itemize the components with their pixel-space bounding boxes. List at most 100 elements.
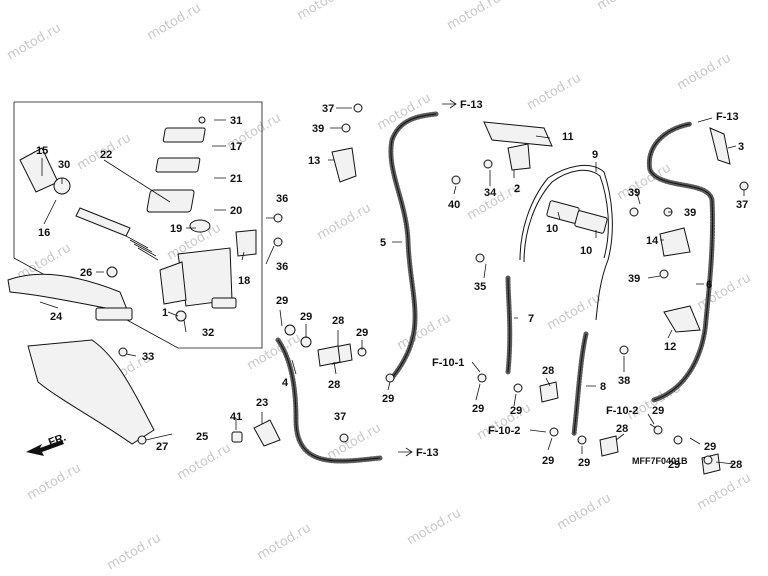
front-arrow-label: FR. [47, 431, 68, 448]
callout-37c: 37 [736, 199, 748, 211]
bolt-41 [231, 431, 243, 443]
holder-13 [331, 147, 357, 183]
watermark-text: motod.ru [445, 0, 504, 33]
callout-34: 34 [484, 187, 497, 199]
bolt-37b [339, 433, 349, 443]
screw-27 [137, 435, 147, 445]
callout-38: 38 [618, 375, 630, 387]
washer-29h [577, 435, 587, 445]
callout-29b: 29 [300, 311, 312, 323]
callout-39d: 39 [628, 273, 640, 285]
callout-16: 16 [38, 227, 50, 239]
lever-pivot [95, 307, 133, 321]
float [189, 219, 211, 233]
callout-28e: 28 [730, 459, 742, 471]
callout-23: 23 [256, 397, 268, 409]
callout-29j: 29 [578, 457, 590, 469]
callout-31: 31 [230, 115, 242, 127]
watermark-text: motod.ru [295, 0, 354, 23]
piston-set [75, 207, 131, 237]
callout-37b: 37 [334, 411, 346, 423]
ref-f10-2-right: F-10-2 [606, 405, 638, 417]
callout-36b: 36 [276, 261, 288, 273]
nut-33 [118, 347, 128, 357]
callout-6: 6 [706, 279, 712, 291]
ref-f10-1: F-10-1 [432, 357, 464, 369]
watermark-text: motod.ru [405, 506, 464, 549]
bolt-39a [341, 123, 351, 133]
callout-29f: 29 [510, 405, 522, 417]
watermark-text: motod.ru [25, 461, 84, 504]
watermark-text: motod.ru [5, 21, 64, 64]
callout-39b: 39 [628, 187, 640, 199]
clamp-10b [574, 210, 608, 234]
watermark-text: motod.ru [255, 521, 314, 564]
watermark-text: motod.ru [105, 531, 164, 574]
bolt-35 [475, 253, 485, 263]
guide-12 [663, 305, 701, 333]
callout-28b: 28 [328, 379, 340, 391]
bolt-37a [353, 103, 363, 113]
watermark-text: motod.ru [395, 311, 454, 354]
clamp-10a [546, 200, 580, 224]
cross-references: F-13 F-13 F-13 F-10-1 F-10-2 F-10-2 [398, 99, 739, 459]
callout-25: 25 [196, 431, 208, 443]
bolt-28d [599, 435, 619, 457]
callout-33: 33 [142, 351, 154, 363]
callout-27: 27 [156, 441, 168, 453]
spring [125, 235, 159, 261]
washer-29d [385, 373, 395, 383]
callout-13: 13 [308, 155, 320, 167]
pipe-9 [519, 165, 613, 321]
callout-35: 35 [474, 281, 486, 293]
callout-10a: 10 [546, 223, 558, 235]
callout-28a: 28 [332, 315, 344, 327]
washer-29a [284, 324, 296, 336]
bolt-36b [273, 237, 283, 247]
washer-29g [549, 427, 559, 437]
callout-18: 18 [238, 275, 250, 287]
watermark-text: motod.ru [595, 0, 654, 13]
ref-f10-2-left: F-10-2 [488, 425, 520, 437]
callout-15: 15 [36, 145, 48, 157]
callout-28d: 28 [616, 423, 628, 435]
bolt-40 [451, 175, 461, 185]
callout-39c: 39 [684, 207, 696, 219]
guide-2 [507, 143, 531, 171]
washer-29e [477, 373, 487, 383]
bolt-28c [539, 381, 559, 403]
callout-29c: 29 [356, 327, 368, 339]
callout-41: 41 [230, 411, 242, 423]
callout-11: 11 [562, 131, 574, 143]
washer-29k [703, 455, 713, 465]
watermark-text: motod.ru [555, 491, 614, 534]
callout-2: 2 [514, 183, 520, 195]
master-cylinder-mount [159, 261, 187, 305]
bolt-36a [273, 213, 283, 223]
bolt-34 [483, 159, 493, 169]
callout-24: 24 [50, 311, 63, 323]
pivot-bolt [106, 266, 118, 278]
master-cylinder-parts [7, 116, 283, 445]
bolt-37c [739, 181, 749, 191]
leader-lines [39, 107, 745, 465]
bolt-38 [619, 345, 629, 355]
callout-17: 17 [230, 141, 242, 153]
watermark-text: motod.ru [315, 201, 374, 244]
callout-19: 19 [170, 223, 182, 235]
holder-3 [709, 127, 731, 165]
callout-30: 30 [58, 159, 70, 171]
hardware [231, 103, 749, 475]
mc-bolt [175, 310, 187, 322]
callout-14: 14 [646, 235, 659, 247]
callout-21: 21 [230, 173, 242, 185]
callout-5: 5 [380, 237, 386, 249]
holder-14 [659, 227, 691, 257]
callout-4: 4 [282, 377, 289, 389]
callout-3: 3 [738, 141, 744, 153]
watermark-text: motod.ru [175, 441, 234, 484]
callout-29h: 29 [542, 455, 554, 467]
callout-29a: 29 [276, 295, 288, 307]
